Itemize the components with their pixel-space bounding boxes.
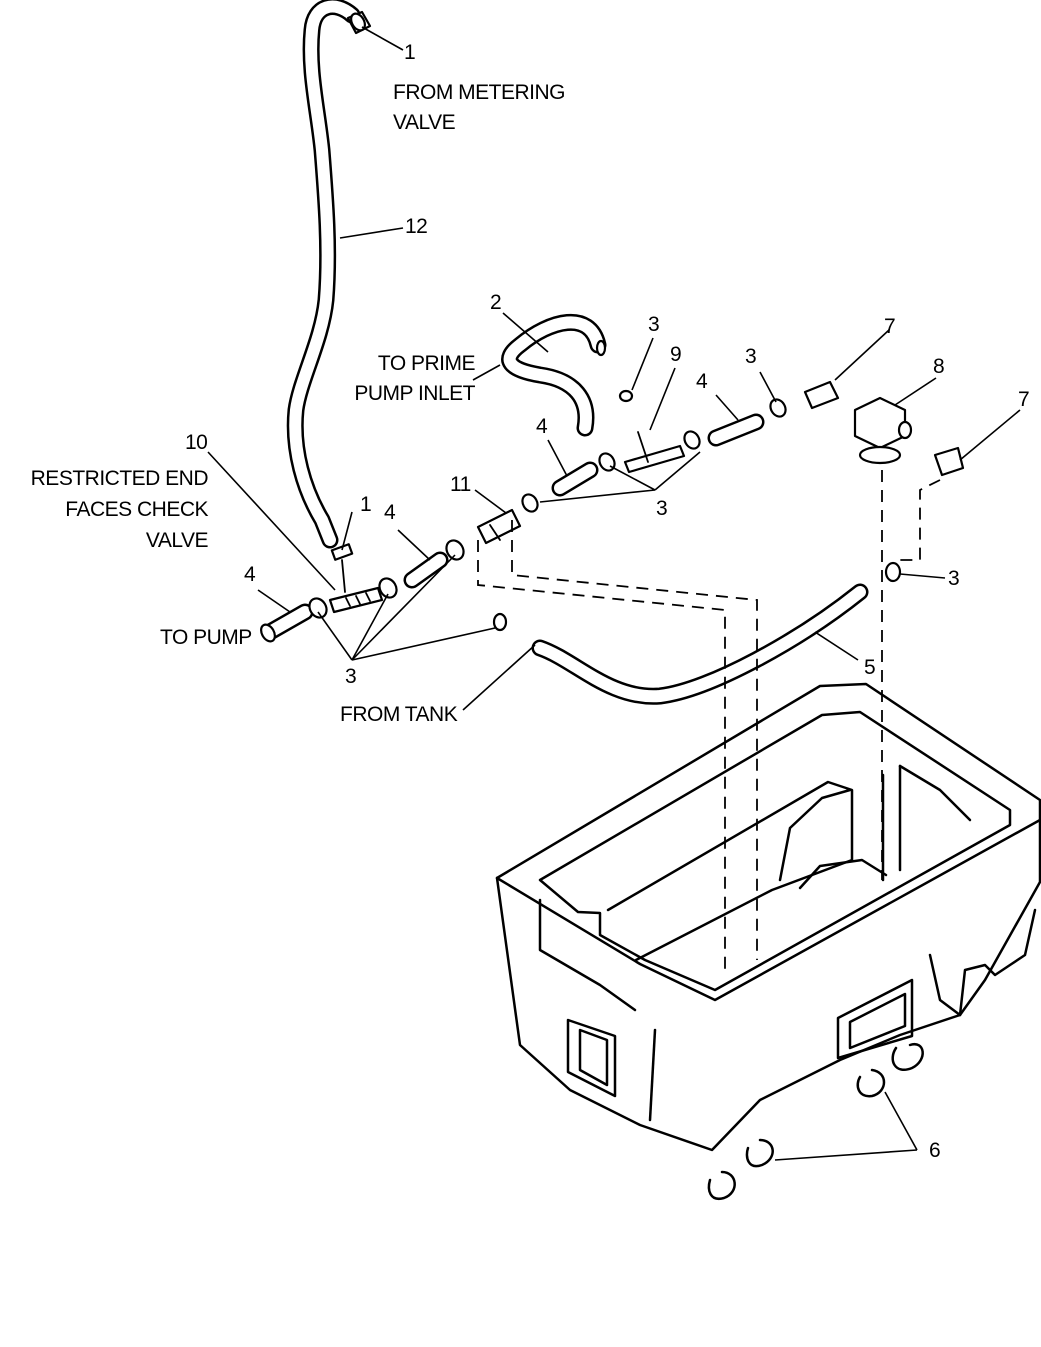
callout-4-hose-pump: 4 bbox=[244, 563, 256, 586]
hose-5 bbox=[531, 583, 869, 705]
hose-2 bbox=[501, 313, 607, 437]
callout-3-clamp-far-right: 3 bbox=[948, 567, 960, 590]
callout-3-clamp-top: 3 bbox=[648, 313, 660, 336]
callout-9-fitting: 9 bbox=[670, 343, 682, 366]
to-prime-label: TO PRIME bbox=[377, 352, 476, 375]
fluid-tank bbox=[495, 682, 1041, 1152]
pump-inlet-label: PUMP INLET bbox=[354, 382, 475, 405]
from-tank-label: FROM TANK bbox=[340, 703, 458, 726]
callout-12-hose: 12 bbox=[405, 215, 428, 238]
restricted-end-label: RESTRICTED END bbox=[30, 467, 209, 490]
callout-3-clamps-center: 3 bbox=[656, 497, 668, 520]
callout-6-clips: 6 bbox=[929, 1139, 941, 1162]
leader-lines bbox=[207, 26, 1021, 1161]
from-metering-valve-label: FROM METERING bbox=[393, 81, 566, 104]
callout-4-hose-left: 4 bbox=[384, 501, 396, 524]
valve-label: VALVE bbox=[145, 529, 209, 552]
callout-7-elbow-right: 7 bbox=[1018, 388, 1030, 411]
to-pump-label: TO PUMP bbox=[160, 626, 252, 649]
callout-8-valve: 8 bbox=[933, 355, 945, 378]
pump-hose-assembly bbox=[260, 380, 965, 643]
callout-3-clamps-bottom: 3 bbox=[345, 665, 357, 688]
callout-1-tee: 1 bbox=[360, 493, 372, 516]
faces-check-label: FACES CHECK bbox=[65, 498, 208, 521]
callout-3-clamp-right: 3 bbox=[745, 345, 757, 368]
from-metering-valve-label-2: VALVE bbox=[393, 111, 456, 134]
callout-11-check-valve: 11 bbox=[450, 473, 471, 496]
callout-4-hose-right: 4 bbox=[696, 370, 708, 393]
hose-12 bbox=[286, 0, 361, 549]
callout-2-hose: 2 bbox=[490, 291, 502, 314]
retaining-clips-6 bbox=[707, 1042, 924, 1201]
callout-1-fitting: 1 bbox=[404, 41, 416, 64]
hidden-routing-lines bbox=[477, 470, 941, 975]
fitting-1-top bbox=[346, 10, 372, 35]
callout-10-restrictor: 10 bbox=[185, 431, 208, 454]
callout-5-hose: 5 bbox=[864, 656, 876, 679]
callout-7-elbow-top: 7 bbox=[884, 315, 896, 338]
callout-4-hose-mid: 4 bbox=[536, 415, 548, 438]
